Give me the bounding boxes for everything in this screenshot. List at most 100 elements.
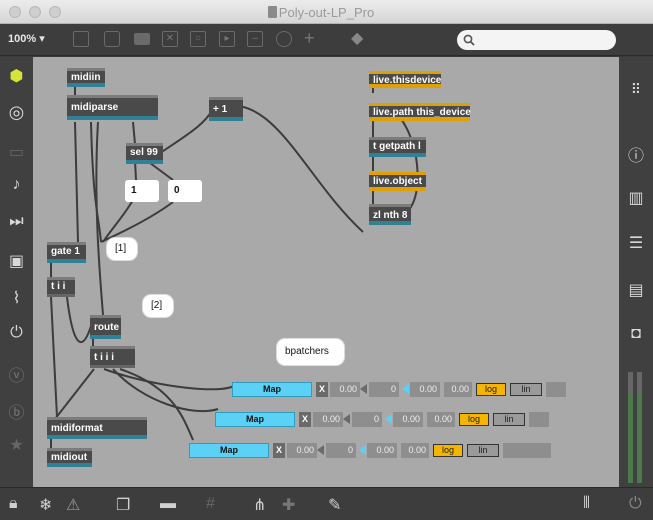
paperclip-icon[interactable]: ⌇ [12, 290, 21, 307]
clear-button[interactable]: X [273, 443, 285, 458]
object-gate-1[interactable]: gate 1 [47, 242, 86, 263]
object-midiout[interactable]: midiout [47, 448, 92, 467]
triangle-left-icon [343, 414, 350, 424]
meter-right [637, 372, 642, 483]
value-number[interactable]: 0 [369, 382, 399, 397]
map-button[interactable]: Map [189, 443, 269, 458]
list-icon[interactable]: ☰ [628, 235, 644, 252]
object-midiformat[interactable]: midiformat [47, 417, 147, 439]
left-sidebar: ⬢ ◎ ▭ ♪ ⏭ ▣ ⌇ ⏻ ⓥ ⓑ ★ [0, 57, 33, 487]
step-forward-icon[interactable]: ⏭ [9, 213, 24, 230]
hierarchy-icon[interactable]: ⋔ [253, 497, 267, 514]
log-button[interactable]: log [459, 413, 489, 426]
max-value[interactable]: 0.00 [410, 382, 440, 397]
max-value[interactable]: 0.00 [393, 412, 423, 427]
presentation-icon[interactable]: ▬ [160, 495, 176, 512]
slider-icon[interactable]: – [247, 31, 263, 47]
value-number[interactable]: 0 [326, 443, 356, 458]
object-sel-99[interactable]: sel 99 [126, 143, 163, 164]
close-window-button[interactable] [9, 6, 21, 18]
paint-bucket-icon[interactable]: ◆ [351, 30, 364, 47]
object-midiin[interactable]: midiin [67, 68, 105, 87]
add-dependency-icon[interactable]: ✚ [282, 497, 296, 514]
info-icon[interactable]: ⓘ [627, 148, 644, 165]
warning-icon[interactable]: ⚠ [66, 497, 81, 514]
object-live-path[interactable]: live.path this_device [369, 103, 471, 121]
bpatcher-tail [529, 412, 549, 427]
zoom-window-button[interactable] [49, 6, 61, 18]
book-icon[interactable]: ▥ [628, 190, 644, 207]
reference-book-icon[interactable]: ▤ [628, 282, 644, 299]
play-icon[interactable]: ▸ [219, 31, 235, 47]
cube-icon[interactable]: ⬢ [9, 68, 24, 85]
comment-1: [1] [107, 238, 137, 260]
music-note-icon[interactable]: ♪ [12, 176, 21, 193]
message-0[interactable]: 0 [168, 180, 202, 202]
min-value[interactable]: 0.00 [287, 443, 317, 458]
right-sidebar: ⠿ ⓘ ▥ ☰ ▤ ◘ [619, 57, 653, 487]
grid-icon[interactable]: # [206, 495, 215, 512]
windows-icon[interactable]: ❐ [116, 497, 131, 514]
dial-icon[interactable] [276, 31, 292, 47]
map-button[interactable]: Map [215, 412, 295, 427]
map-button[interactable]: Map [232, 382, 312, 397]
power-icon[interactable]: ⏻ [629, 495, 642, 512]
search-icon [463, 34, 475, 46]
message-icon[interactable] [134, 33, 150, 45]
target-icon[interactable]: ◎ [8, 102, 25, 122]
bpatcher-row: Map X 0.00 0 0.00 0.00 log lin [189, 443, 551, 458]
grid-dots-icon[interactable]: ⠿ [630, 81, 642, 97]
minimize-window-button[interactable] [29, 6, 41, 18]
patcher-canvas[interactable]: midiin midiparse + 1 sel 99 1 0 gate 1 [… [33, 57, 619, 487]
object-route[interactable]: route [90, 315, 121, 339]
zoom-menu[interactable]: 100% ▾ [8, 33, 45, 45]
object-t-getpath[interactable]: t getpath l [369, 137, 426, 157]
triangle-left-icon [317, 445, 324, 455]
message-1[interactable]: 1 [125, 180, 159, 202]
wrench-icon[interactable]: ✎ [328, 497, 342, 514]
comment-icon[interactable] [104, 31, 120, 47]
bpatcher-row: Map X 0.00 0 0.00 0.00 log lin [232, 382, 566, 397]
object-live-thisdevice[interactable]: live.thisdevice [369, 71, 441, 88]
v-circle-icon: ⓥ [8, 368, 25, 385]
min-value[interactable]: 0.00 [330, 382, 360, 397]
title-bar: Poly-out-LP_Pro [0, 0, 653, 24]
toggle-icon[interactable]: ✕ [162, 31, 178, 47]
presentation-view-icon[interactable] [73, 31, 89, 47]
object-live-object[interactable]: live.object [369, 172, 426, 191]
output-value[interactable]: 0.00 [427, 412, 455, 427]
monitor-icon: ▭ [8, 144, 25, 161]
value-number[interactable]: 0 [352, 412, 382, 427]
output-value[interactable]: 0.00 [401, 443, 429, 458]
object-t-i-i-i[interactable]: t i i i [90, 346, 135, 368]
b-circle-icon: ⓑ [8, 405, 25, 422]
add-object-icon[interactable]: + [304, 28, 315, 48]
lin-button[interactable]: lin [467, 444, 499, 457]
image-icon[interactable]: ▣ [8, 253, 25, 270]
bpatcher-row: Map X 0.00 0 0.00 0.00 log lin [215, 412, 549, 427]
triangle-left-icon [360, 384, 367, 394]
bpatcher-tail [503, 443, 551, 458]
object-t-i-i[interactable]: t i i [47, 277, 75, 297]
lin-button[interactable]: lin [510, 383, 542, 396]
plug-icon[interactable]: ⏻ [10, 324, 23, 341]
log-button[interactable]: log [476, 383, 506, 396]
log-button[interactable]: log [433, 444, 463, 457]
camera-icon[interactable]: ◘ [631, 325, 641, 342]
object-plus-1[interactable]: + 1 [209, 97, 243, 121]
button-object-icon[interactable]: ○ [190, 31, 206, 47]
clear-button[interactable]: X [299, 412, 311, 427]
meter-left [628, 372, 633, 483]
min-value[interactable]: 0.00 [313, 412, 343, 427]
document-icon [268, 6, 277, 18]
lin-button[interactable]: lin [493, 413, 525, 426]
clear-button[interactable]: X [316, 382, 328, 397]
lock-icon[interactable]: 🔒︎ [9, 495, 18, 512]
max-value[interactable]: 0.00 [367, 443, 397, 458]
output-value[interactable]: 0.00 [444, 382, 472, 397]
search-field[interactable] [457, 30, 616, 50]
object-zl-nth-8[interactable]: zl nth 8 [369, 204, 411, 225]
columns-icon[interactable]: ⦀ [583, 495, 591, 512]
snowflake-icon[interactable]: ❄ [39, 497, 53, 514]
object-midiparse[interactable]: midiparse [67, 95, 158, 120]
